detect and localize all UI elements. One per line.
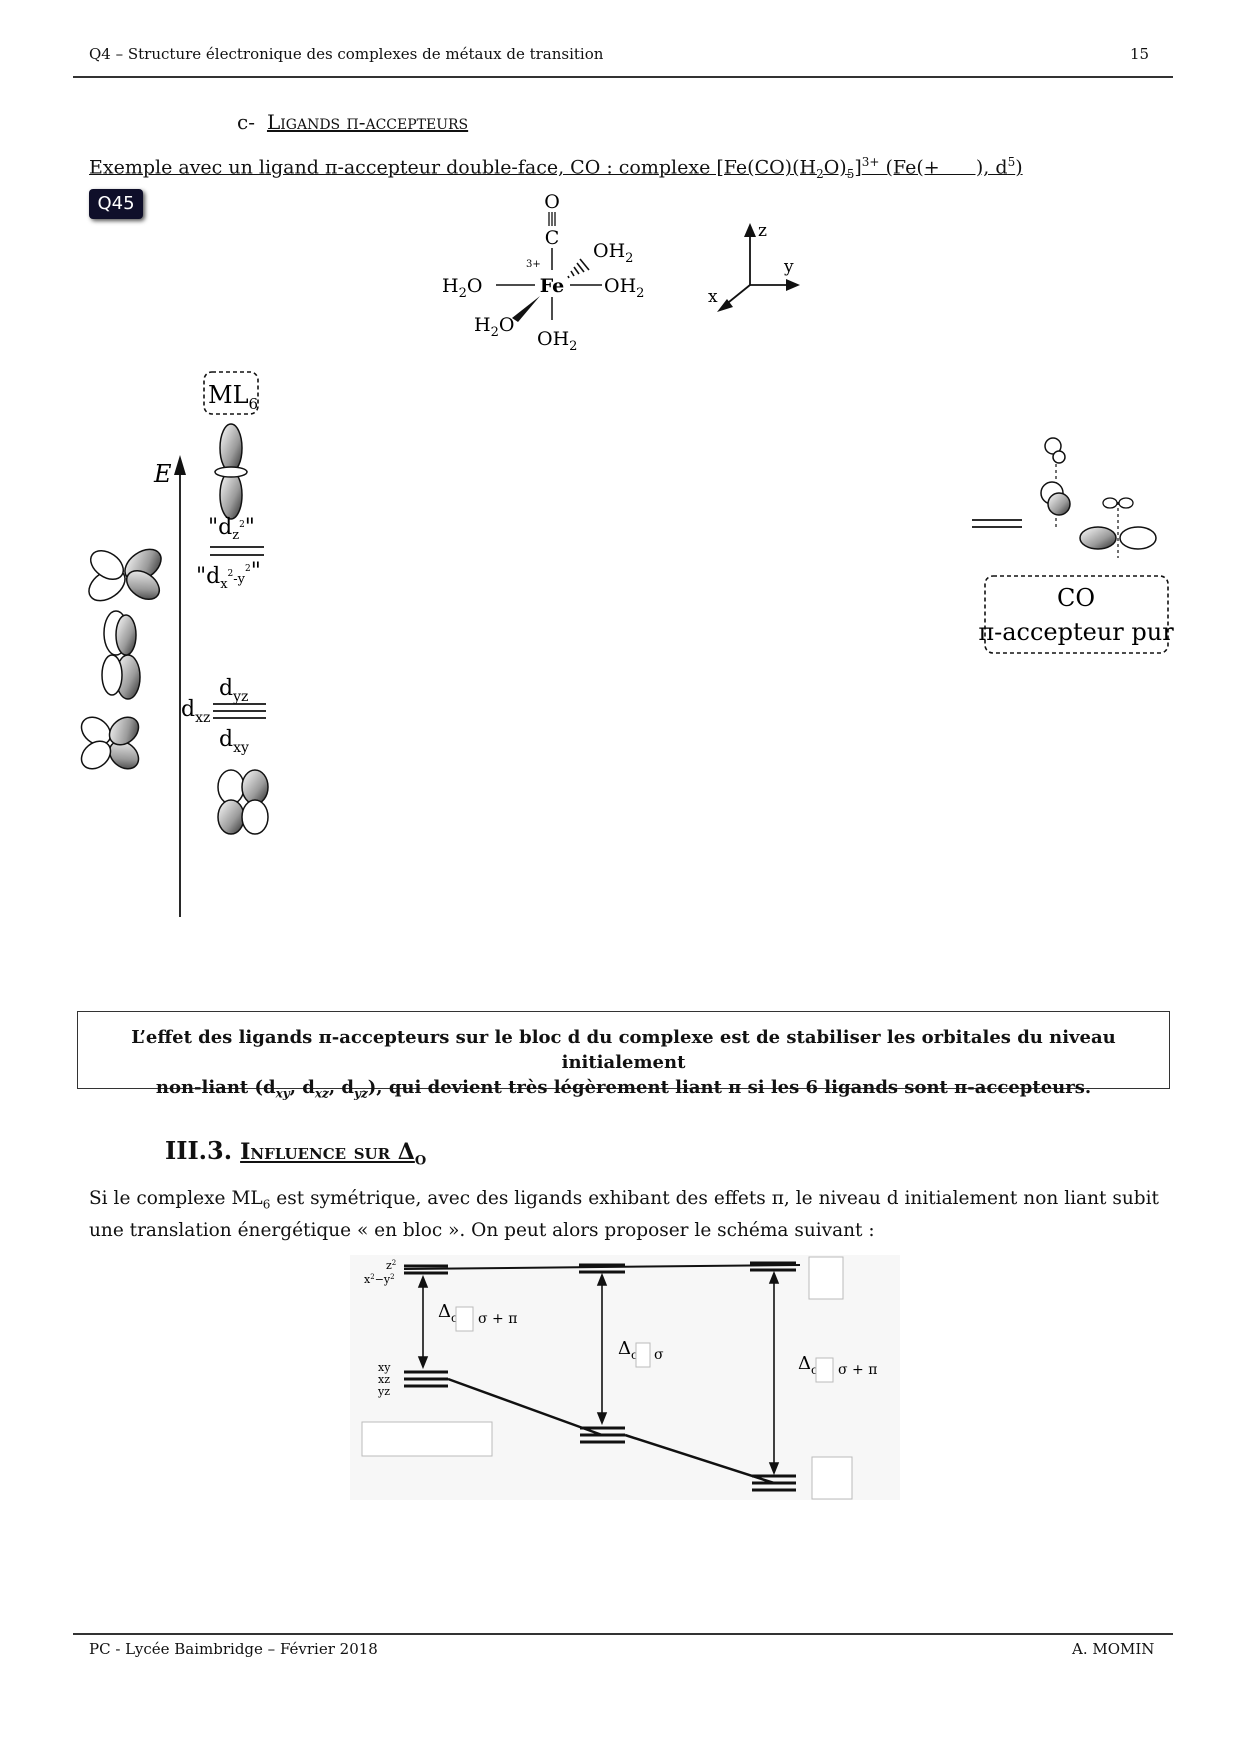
section-heading-iii3: III.3.Influence sur ΔO (165, 1136, 426, 1168)
co-pi-orbital-icon (1040, 437, 1071, 528)
label-sigma-pi-right: σ + π (838, 1362, 877, 1378)
ligand-h2o-left: H2O (442, 275, 482, 301)
conclusion-line-1: L’effet des ligands π-accepteurs sur le … (131, 1027, 1116, 1073)
label-dxy: dxy (219, 727, 249, 756)
ligand-oh2-top: OH2 (593, 240, 633, 266)
section-number: c- (237, 110, 255, 134)
ligand-oh2-right: OH2 (604, 275, 644, 301)
eg-reference-line (403, 1264, 801, 1270)
dyz-orbital-icon (101, 610, 141, 700)
ml6-box (203, 371, 259, 415)
dx2y2-orbital-icon (88, 548, 162, 602)
axis-z-label: z (758, 221, 767, 241)
dz2-orbital-icon (214, 423, 248, 520)
label-sigma-mid: σ (654, 1347, 664, 1363)
blank-answer-box-2 (361, 1421, 493, 1457)
blank-answer-box-1 (808, 1256, 844, 1300)
t2g-trend-line-1 (447, 1377, 603, 1437)
header-rule (73, 76, 1173, 78)
ligand-oh2-bottom: OH2 (537, 328, 577, 354)
label-z2: z2 (386, 1259, 396, 1272)
dxz-orbital-icon (80, 716, 140, 770)
label-sigma-pi-left: σ + π (478, 1311, 517, 1327)
section-title: Influence sur ΔO (240, 1139, 427, 1169)
charge-label: 3+ (526, 259, 541, 270)
label-dx2y2: "dx2-y2" (196, 559, 261, 592)
delta-label-right: Δo (798, 1353, 818, 1377)
co-label-box (984, 575, 1169, 654)
example-sentence: Exemple avec un ligand π-accepteur doubl… (89, 155, 1023, 182)
blank-answer-box-3 (811, 1456, 853, 1500)
delta-o-schema: z2 x2−y2 xy xz yz Δo σ + π (350, 1255, 900, 1500)
delta-label-left: Δo (438, 1301, 458, 1325)
section-number: III.3. (165, 1136, 233, 1165)
fe-co-complex-structure: O C 3+ Fe OH2 H2O OH2 H2O OH2 z y x (442, 191, 800, 354)
label-xz: xz (378, 1373, 390, 1386)
dxy-orbital-icon (217, 769, 269, 835)
delta-label-mid: Δo (618, 1338, 638, 1362)
body-paragraph: Si le complexe ML6 est symétrique, avec … (89, 1188, 1159, 1241)
running-header-title: Q4 – Structure électronique des complexe… (89, 45, 604, 63)
label-yz: yz (377, 1385, 390, 1398)
co-sigma-orbital-icon (1079, 497, 1157, 558)
atom-c: C (545, 227, 560, 249)
co-description: π-accepteur pur (978, 618, 1174, 646)
label-x2-y2: x2−y2 (364, 1273, 395, 1286)
hashed-wedge (567, 258, 590, 279)
label-dxz: dxz (181, 697, 210, 726)
atom-o: O (544, 191, 560, 213)
label-dyz: dyz (219, 676, 248, 705)
question-badge: Q45 (89, 189, 143, 219)
label-xy: xy (378, 1361, 391, 1374)
t2g-trend-line-2 (624, 1433, 775, 1485)
page-number: 15 (1130, 45, 1150, 63)
energy-axis-arrow-icon (174, 455, 186, 475)
footer-right: A. MOMIN (1072, 1640, 1155, 1658)
atom-fe: Fe (540, 275, 565, 297)
co-fragment-diagram: CO π-accepteur pur (972, 437, 1174, 654)
conclusion-line-2: non-liant (dxy, dxz, dyz), qui devient t… (155, 1077, 1092, 1101)
blank-box-right (815, 1357, 834, 1383)
axis-y-label: y (783, 257, 794, 277)
ligand-h2o-bottom-left: H2O (474, 314, 514, 340)
conclusion-box: L’effet des ligands π-accepteurs sur le … (77, 1011, 1170, 1101)
section-title: Ligands π-accepteurs (266, 110, 469, 134)
axes-triad: z y x (708, 221, 800, 312)
ml6-label: ML6 (208, 381, 258, 413)
energy-axis-label: E (153, 460, 172, 488)
section-heading-c: c- Ligands π-accepteurs (237, 110, 468, 134)
axis-x-label: x (708, 287, 718, 307)
footer-left: PC - Lycée Baimbridge – Février 2018 (89, 1640, 378, 1658)
co-label: CO (1057, 584, 1095, 612)
blank-box-mid (635, 1342, 651, 1368)
orbital-energy-diagram: ML6 E "dz2" "dx2-y2" dyz dxz dxy (80, 371, 269, 917)
label-dz2: "dz2" (208, 515, 255, 543)
solid-wedge (512, 296, 540, 322)
blank-box-left (455, 1306, 474, 1332)
footer-rule (73, 1633, 1173, 1635)
